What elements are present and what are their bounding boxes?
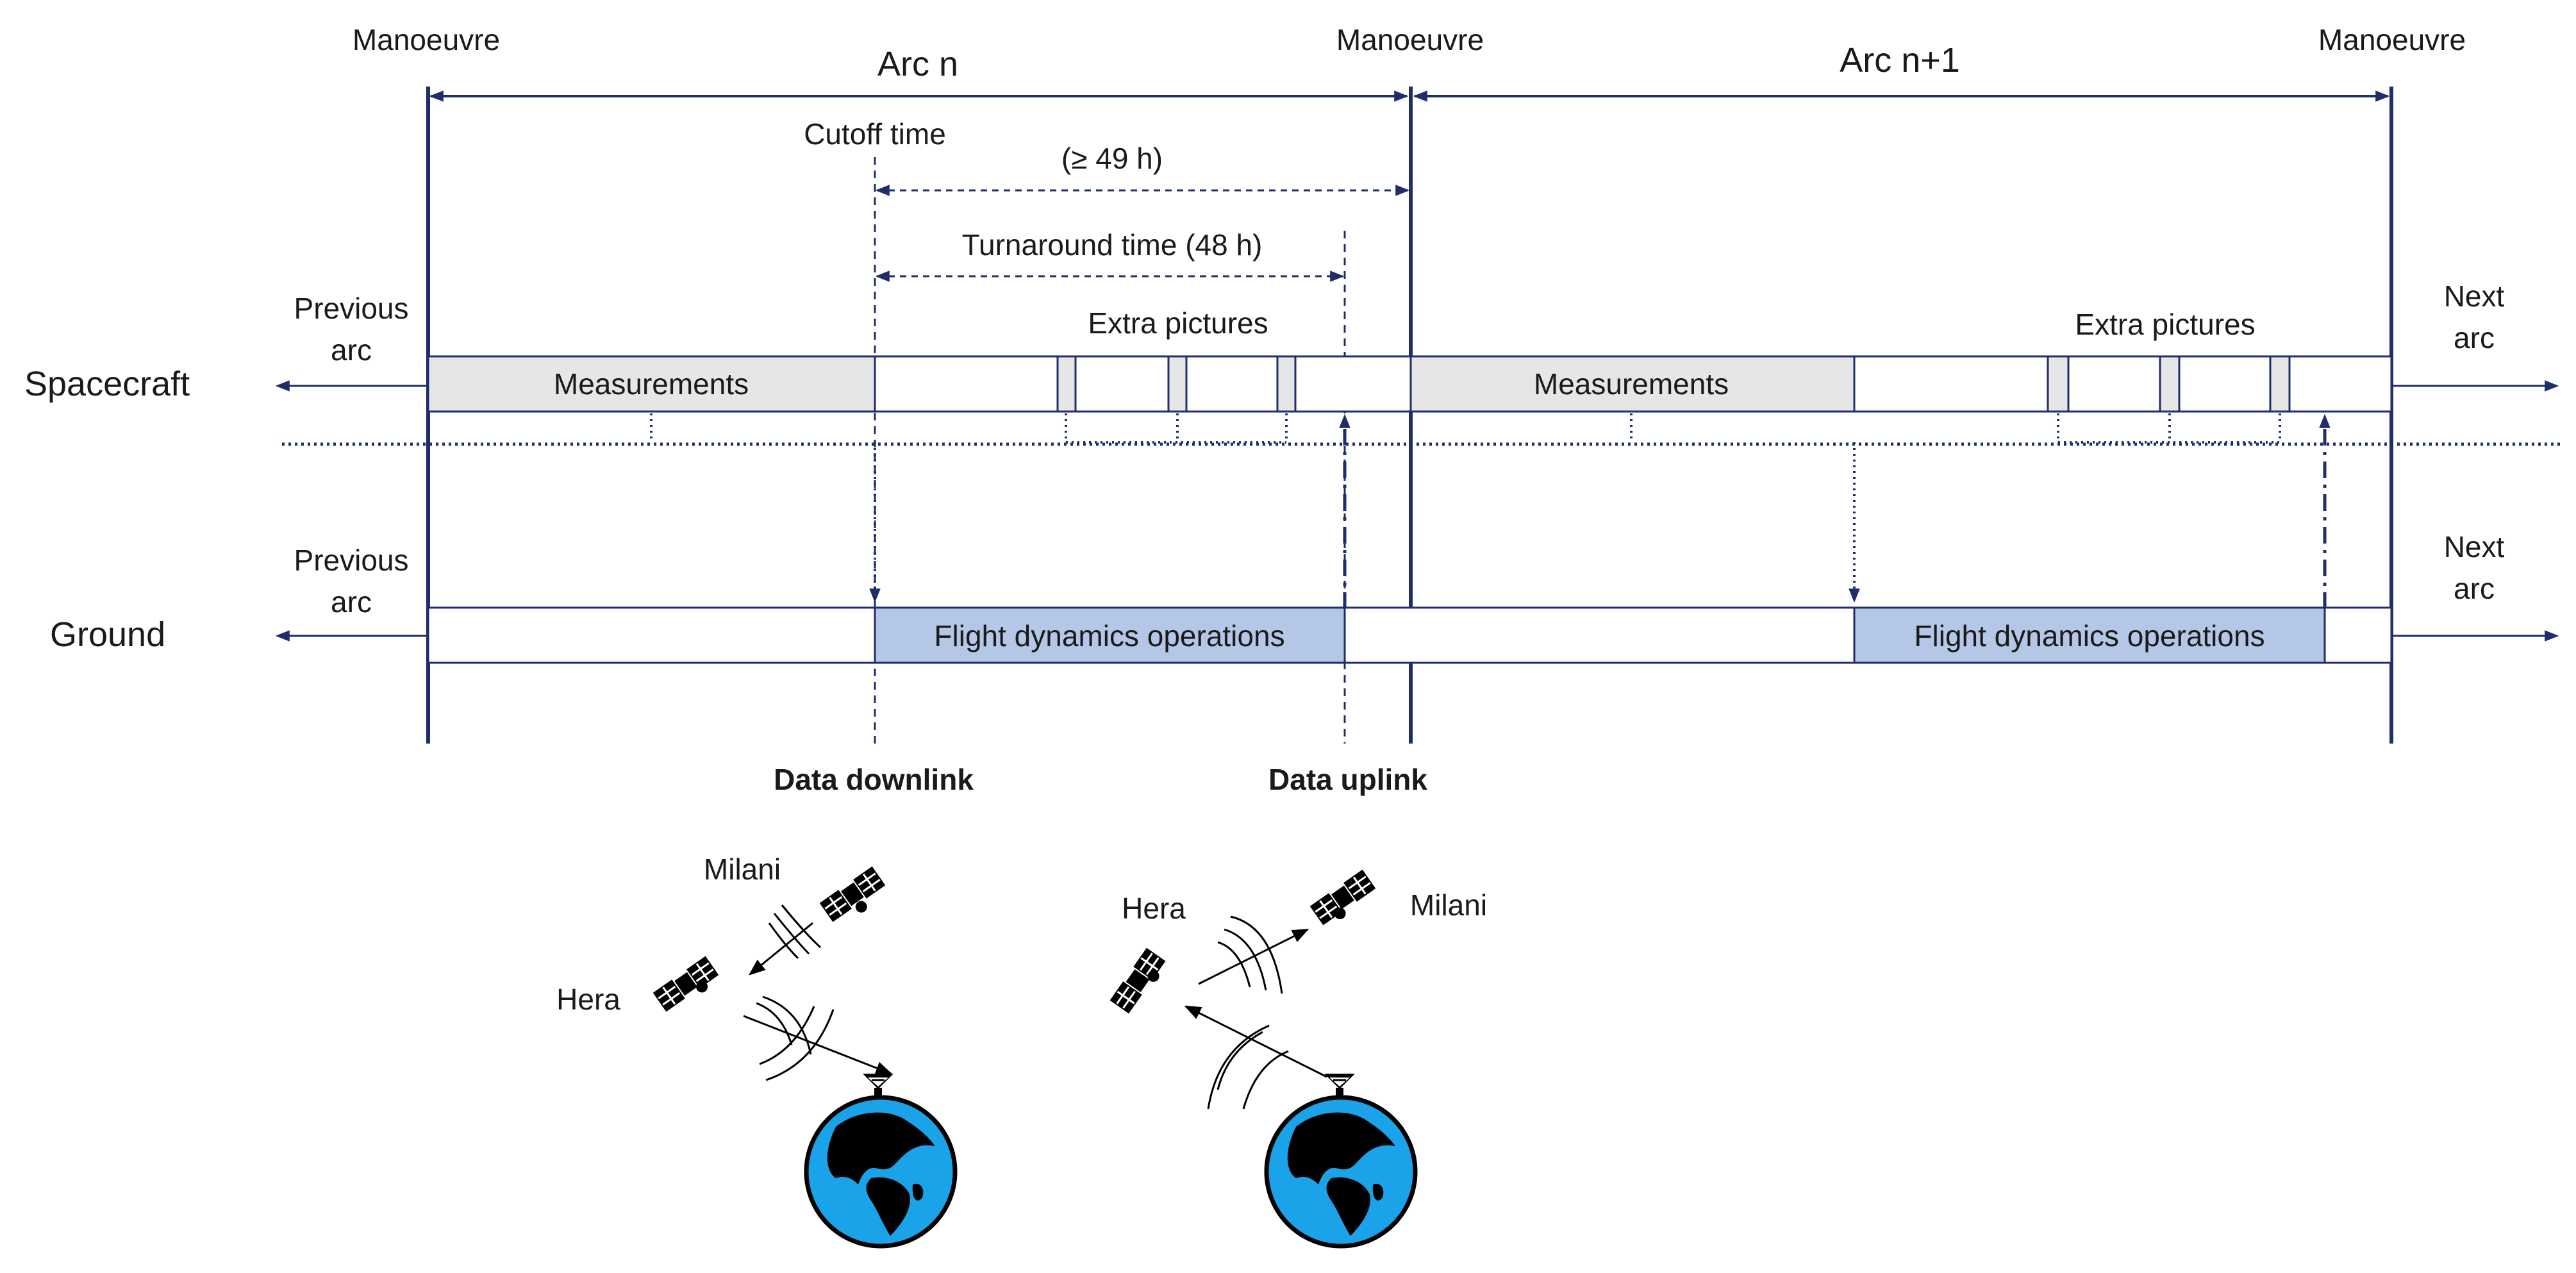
manoeuvre-label-mid: Manoeuvre — [1336, 23, 1484, 56]
satellite-icon — [1109, 947, 1166, 1014]
satellite-icon — [819, 866, 886, 922]
satellite-icon — [652, 956, 719, 1012]
signal-waves-icon — [756, 995, 835, 1081]
milani-label-downlink: Milani — [704, 853, 781, 886]
prev-arc-sc-label-1: Previous — [294, 292, 409, 325]
prev-arc-gr-label-2: arc — [331, 585, 372, 619]
extra-picture-slot — [2159, 355, 2181, 413]
downlink-flow-arc-n1 — [1630, 413, 2281, 603]
turnaround-label: Turnaround time (48 h) — [962, 228, 1263, 262]
downlink-signal-arrow-hera-ground — [743, 1015, 893, 1075]
hera-label-downlink: Hera — [556, 983, 620, 1016]
manoeuvre-label-right: Manoeuvre — [2318, 23, 2466, 56]
extra-pictures-label-2: Extra pictures — [2075, 308, 2255, 341]
prev-arc-sc-label-2: arc — [331, 333, 372, 367]
ground-antenna-icon — [1324, 1074, 1355, 1099]
uplink-signal-arrow-ground-hera — [1184, 1005, 1327, 1078]
extra-picture-slot — [1167, 355, 1188, 413]
downlink-signal-arrow-milani-hera — [748, 922, 813, 976]
uplink-signal-arrow-hera-milani — [1198, 928, 1309, 985]
extra-picture-slot — [1276, 355, 1297, 413]
earth-globe-icon — [804, 1095, 958, 1249]
fdo-block-1 — [874, 606, 1346, 664]
next-arc-gr-label-1: Next — [2444, 530, 2505, 563]
satellite-icon — [1309, 869, 1376, 926]
signal-waves-icon — [1207, 1024, 1289, 1110]
downlink-flow-arc-n — [650, 413, 1288, 603]
fdo-label-1: Flight dynamics operations — [934, 619, 1284, 653]
fdo-label-2: Flight dynamics operations — [1914, 619, 2264, 653]
milani-label-uplink: Milani — [1410, 888, 1487, 922]
extra-picture-slot — [2269, 355, 2291, 413]
fdo-block-2 — [1853, 606, 2326, 664]
cutoff-time-label: Cutoff time — [804, 117, 946, 151]
signal-waves-icon — [1217, 915, 1283, 994]
arc-n1-label: Arc n+1 — [1840, 41, 1960, 79]
hera-label-uplink: Hera — [1122, 892, 1186, 925]
data-uplink-label: Data uplink — [1268, 763, 1427, 796]
next-arc-gr-label-2: arc — [2454, 572, 2495, 605]
manoeuvre-label-left: Manoeuvre — [353, 23, 500, 56]
spacecraft-row-label: Spacecraft — [24, 365, 190, 403]
arc-n-label: Arc n — [877, 45, 958, 83]
extra-pictures-label-1: Extra pictures — [1088, 306, 1268, 340]
prev-arc-gr-label-1: Previous — [294, 544, 409, 577]
extra-picture-slot — [1056, 355, 1077, 413]
extra-picture-slot — [2047, 355, 2070, 413]
next-arc-sc-label-1: Next — [2444, 279, 2505, 313]
signal-waves-icon — [768, 904, 822, 960]
next-arc-sc-label-2: arc — [2454, 321, 2495, 354]
data-downlink-label: Data downlink — [774, 763, 974, 796]
measurements-label-1: Measurements — [554, 367, 749, 401]
measurements-label-2: Measurements — [1534, 367, 1729, 401]
earth-globe-icon — [1264, 1095, 1418, 1249]
ge-49h-label: (≥ 49 h) — [1061, 142, 1163, 175]
ground-row-label: Ground — [50, 615, 165, 654]
measurements-block-1 — [427, 355, 876, 413]
measurements-block-2 — [1409, 355, 1856, 413]
